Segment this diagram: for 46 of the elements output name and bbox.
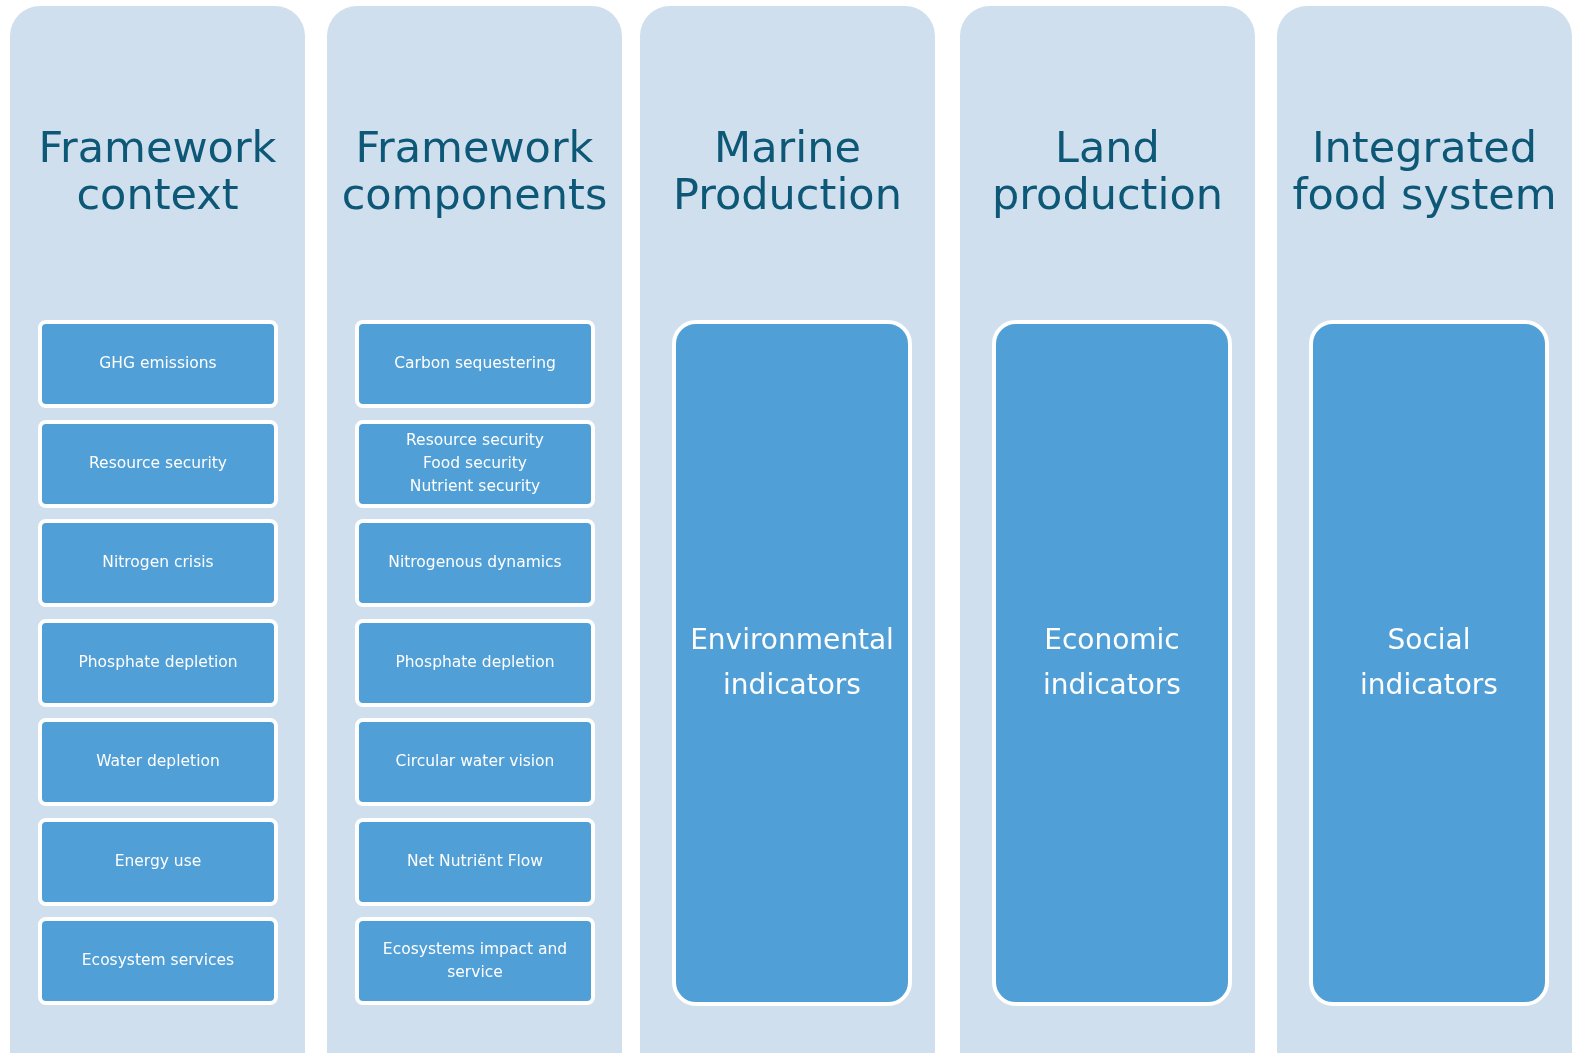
column-heading: Marine Production [672,120,903,221]
box-label: Environmental indicators [689,622,895,703]
topic-box [38,419,278,508]
column-heading: Integrated food system [1291,120,1558,221]
box-label: Phosphate depletion [78,651,238,673]
column-heading: Framework components [340,120,609,221]
box-label: Food security [423,452,527,474]
box-label: Nitrogenous dynamics [388,552,562,574]
box-label: Nutrient security [409,476,541,498]
box-label: Economic indicators [1042,622,1182,703]
column-heading: Framework context [37,120,278,221]
topic-box [38,320,278,408]
box-label: Resource security [406,429,544,451]
topic-box [38,817,278,906]
topic-box [355,419,595,508]
indicator-box [1309,320,1549,1006]
topic-box [38,519,278,607]
box-label: Ecosystems impact and service [381,938,569,983]
column-panel [640,6,935,1053]
column-panel [327,6,622,1053]
topic-box [355,519,595,607]
column-panel [10,6,305,1053]
box-label: GHG emissions [99,353,217,375]
box-label: Net Nutriënt Flow [406,850,544,872]
box-label: Resource security [89,452,227,474]
topic-box [38,718,278,806]
topic-box [355,320,595,408]
column-heading: Land production [991,120,1224,221]
topic-box [355,917,595,1005]
box-label: Energy use [114,850,202,872]
topic-box [355,817,595,906]
column-panel [1277,6,1572,1053]
box-label: Carbon sequestering [394,353,556,375]
topic-box [38,917,278,1005]
box-label: Nitrogen crisis [102,552,214,574]
topic-box [355,618,595,707]
indicator-box [672,320,912,1006]
indicator-box [992,320,1232,1006]
box-label: Social indicators [1359,622,1499,703]
box-label: Phosphate depletion [395,651,555,673]
topic-box [38,618,278,707]
topic-box [355,718,595,806]
box-label: Ecosystem services [81,950,235,972]
column-panel [960,6,1255,1053]
box-label: Circular water vision [395,751,555,773]
box-label: Water depletion [96,751,220,773]
